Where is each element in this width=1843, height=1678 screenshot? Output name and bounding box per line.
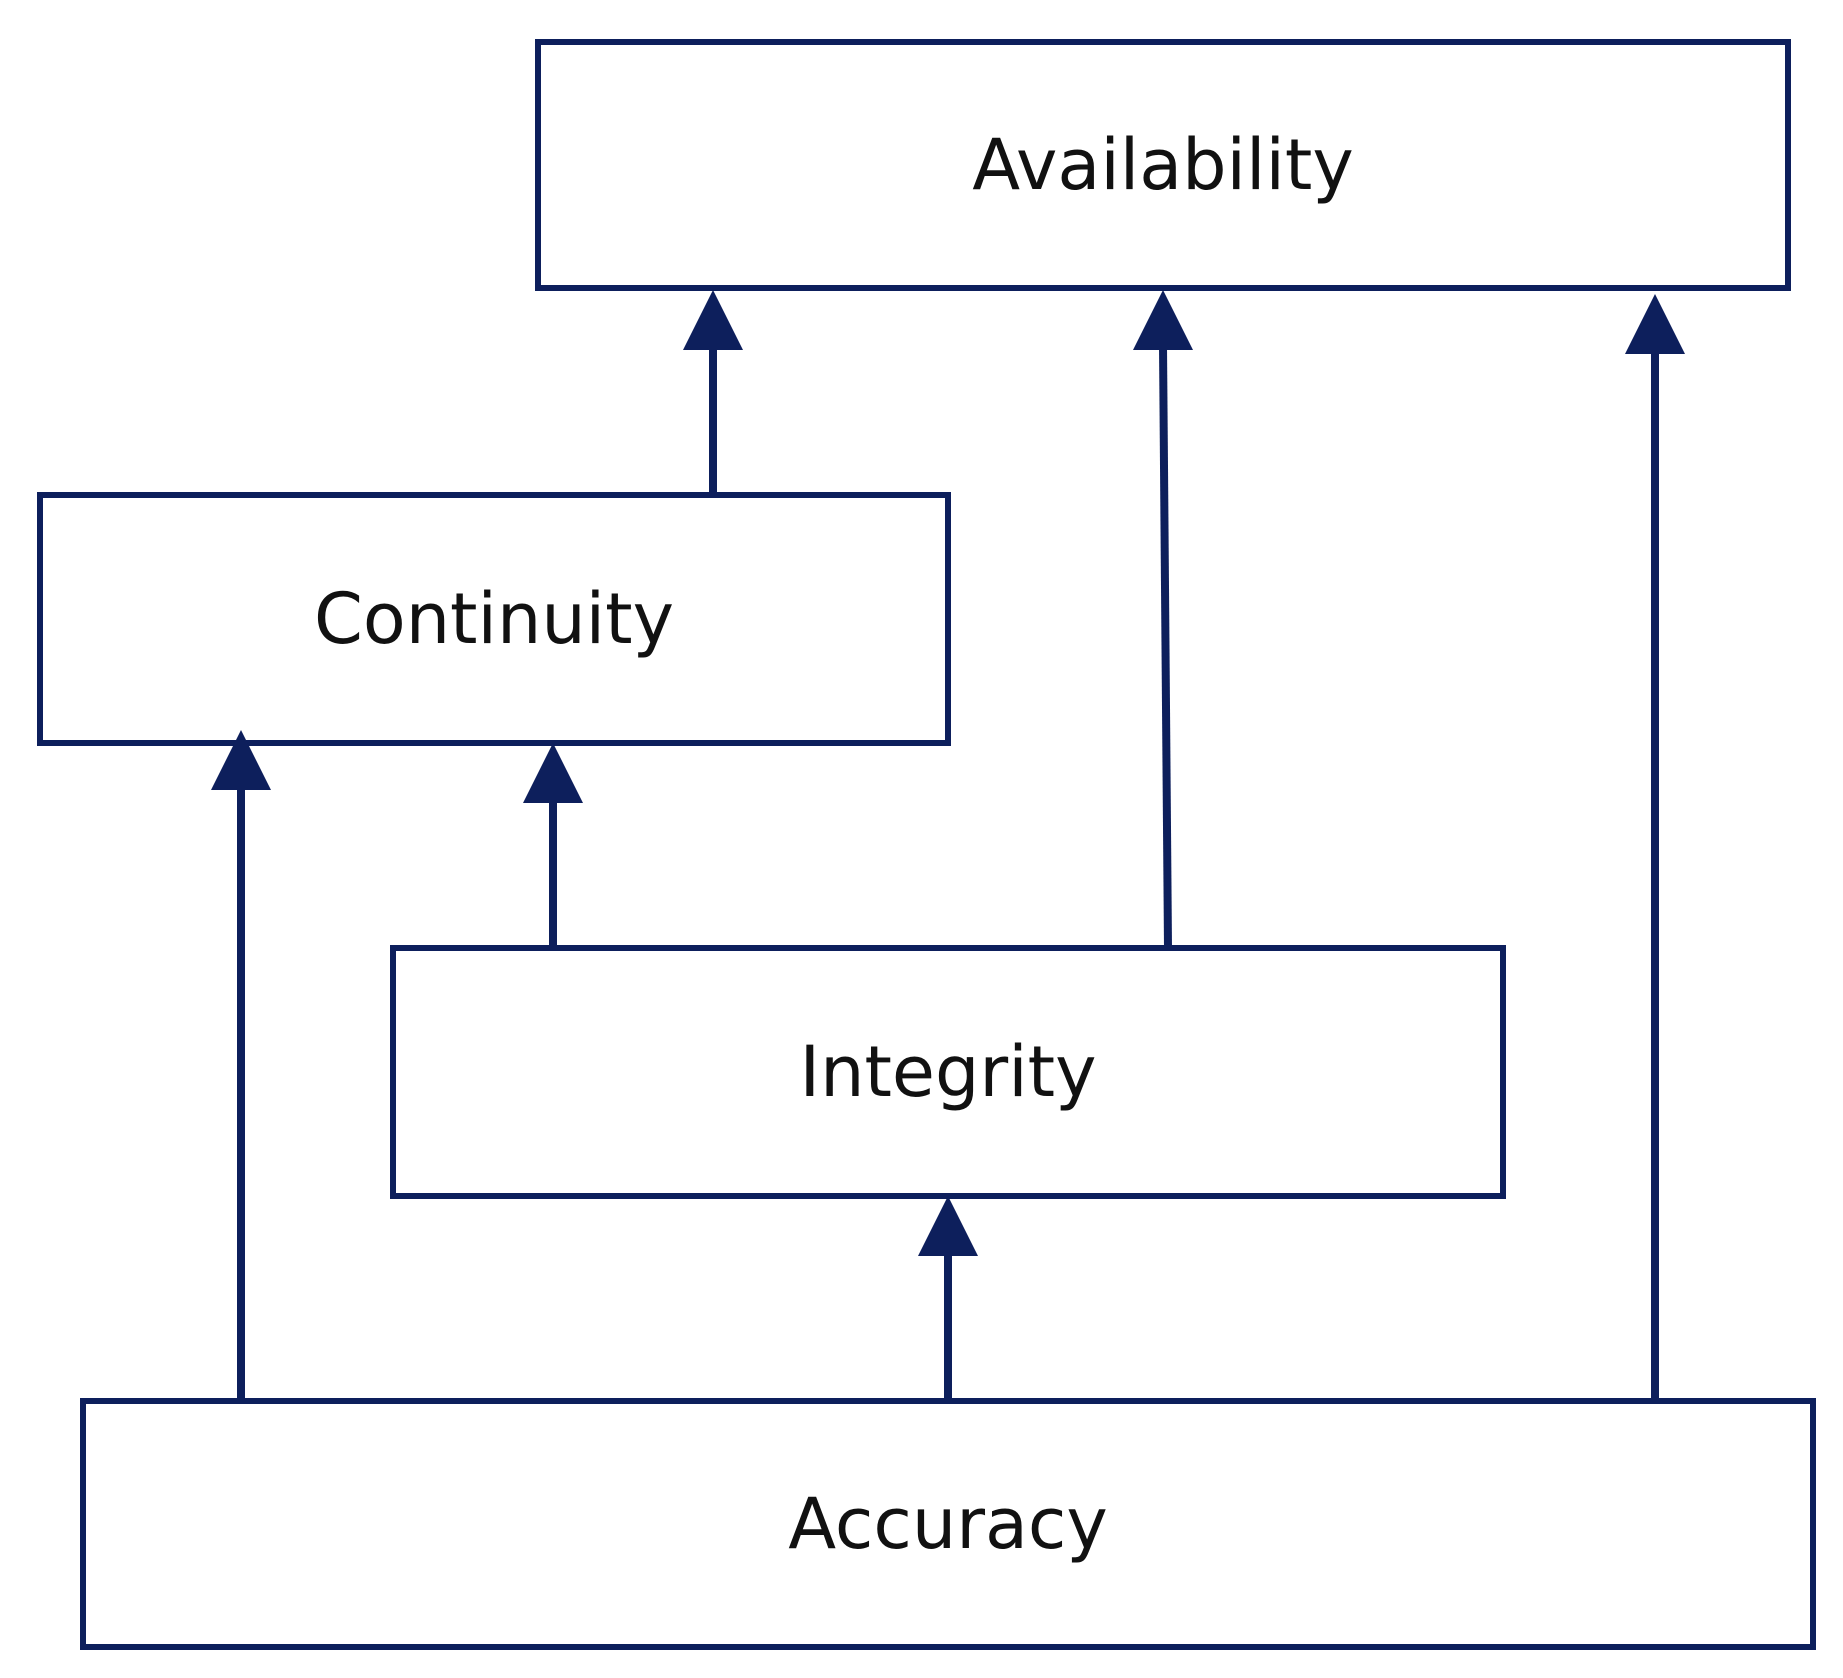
edge-accuracy-to-continuity bbox=[211, 730, 271, 1401]
arrowhead-icon bbox=[1133, 290, 1193, 350]
edge-accuracy-to-integrity bbox=[918, 1196, 978, 1401]
availability-box bbox=[535, 39, 1791, 291]
integrity-box bbox=[390, 945, 1506, 1199]
availability-label: Availability bbox=[972, 124, 1354, 206]
node-accuracy: Accuracy bbox=[80, 1398, 1816, 1650]
arrowhead-icon bbox=[918, 1196, 978, 1256]
integrity-label: Integrity bbox=[799, 1031, 1096, 1113]
edge-integrity-to-availability bbox=[1133, 290, 1193, 949]
arrowhead-icon bbox=[211, 730, 271, 790]
continuity-label: Continuity bbox=[314, 578, 674, 660]
accuracy-label: Accuracy bbox=[788, 1483, 1108, 1565]
node-availability: Availability bbox=[535, 39, 1791, 291]
edge-line bbox=[1159, 345, 1172, 949]
edge-continuity-to-availability bbox=[683, 290, 743, 495]
node-continuity: Continuity bbox=[37, 492, 951, 746]
node-integrity: Integrity bbox=[390, 945, 1506, 1199]
arrowhead-icon bbox=[523, 743, 583, 803]
edge-accuracy-to-availability bbox=[1625, 294, 1685, 1401]
arrowhead-icon bbox=[1625, 294, 1685, 354]
arrowhead-icon bbox=[683, 290, 743, 350]
continuity-box bbox=[37, 492, 951, 746]
accuracy-box bbox=[80, 1398, 1816, 1650]
edge-integrity-to-continuity bbox=[523, 743, 583, 948]
